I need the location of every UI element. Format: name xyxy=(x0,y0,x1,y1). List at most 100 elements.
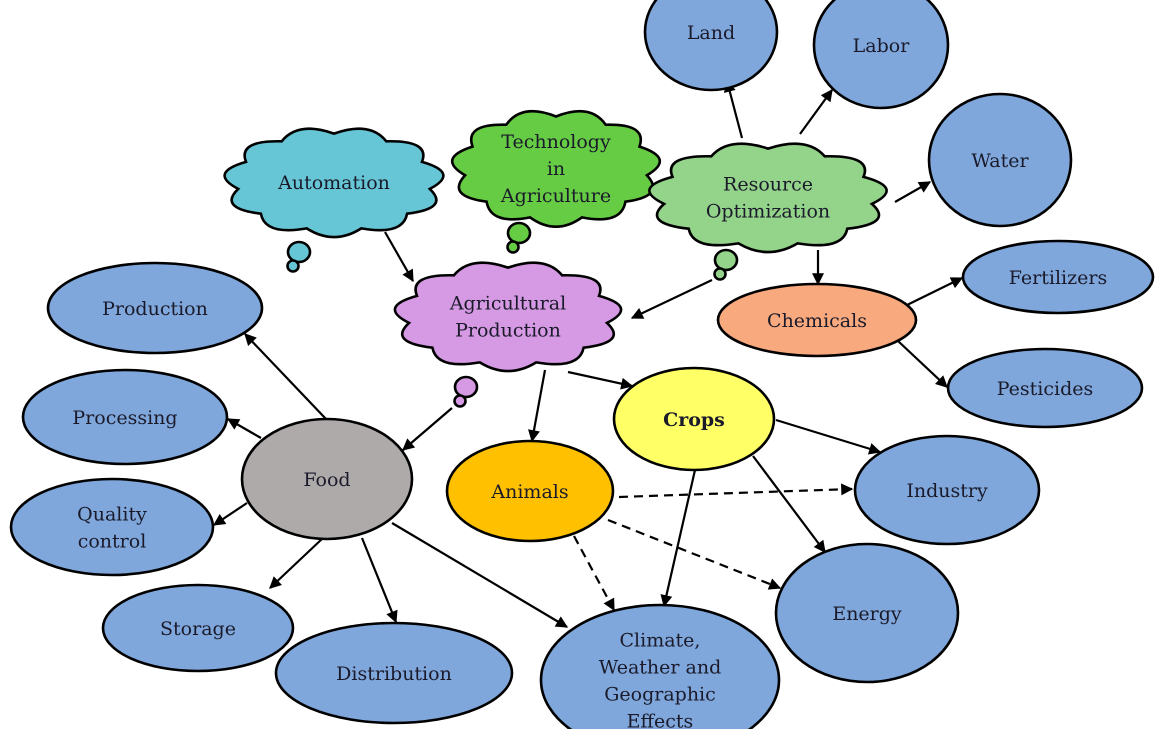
node-automation: Automation xyxy=(223,127,445,273)
node-agricultural-production-label: Agricultural xyxy=(449,293,566,315)
node-resource-cloud-shape xyxy=(648,142,888,254)
node-distribution-label: Distribution xyxy=(336,663,452,685)
node-chemicals-label: Chemicals xyxy=(767,310,867,332)
node-technology-cloud-shape xyxy=(451,109,661,228)
node-chemicals-ellipse xyxy=(716,282,918,358)
node-energy-label: Energy xyxy=(832,603,902,625)
node-food: Food xyxy=(240,417,414,541)
node-fertilizers-label: Fertilizers xyxy=(1009,267,1107,289)
node-food-ellipse xyxy=(240,417,414,541)
node-fertilizers: Fertilizers xyxy=(961,239,1155,315)
edge-crops-to-energy xyxy=(752,455,826,553)
node-food-label: Food xyxy=(303,469,350,491)
edges-layer xyxy=(213,79,964,628)
node-animals-label: Animals xyxy=(490,481,568,503)
node-production-ellipse xyxy=(46,261,264,355)
node-labor-label: Labor xyxy=(853,35,911,57)
node-processing-ellipse xyxy=(21,368,229,466)
edge-food-to-processing xyxy=(226,418,262,439)
edge-crops-to-climate xyxy=(660,469,697,608)
node-climate-label: Geographic xyxy=(604,684,716,706)
node-labor: Labor xyxy=(812,0,950,110)
node-crops-label: Crops xyxy=(663,409,725,431)
node-storage: Storage xyxy=(101,583,295,673)
node-chemicals: Chemicals xyxy=(716,282,918,358)
thought-bubble-small-icon xyxy=(286,259,300,273)
node-distribution-ellipse xyxy=(274,621,514,725)
node-production-label: Production xyxy=(102,298,208,320)
node-quality-control-ellipse xyxy=(9,477,215,577)
edge-food-to-production xyxy=(244,333,327,420)
node-storage-ellipse xyxy=(101,583,295,673)
edge-agricultural-production-to-crops xyxy=(567,370,634,390)
thought-bubble-small-icon xyxy=(506,240,520,254)
thought-bubble-small-icon xyxy=(453,394,467,408)
node-resource-label: Resource xyxy=(723,174,813,196)
node-agricultural-production-cloud-shape xyxy=(393,261,623,373)
node-land-ellipse xyxy=(643,0,779,92)
node-climate-ellipse xyxy=(539,603,781,729)
node-quality-control-label: control xyxy=(78,531,147,553)
node-water-label: Water xyxy=(971,150,1029,172)
edge-animals-to-energy xyxy=(607,518,782,590)
edge-food-to-quality-control xyxy=(213,502,248,526)
edge-agricultural-production-to-animals xyxy=(528,369,547,443)
edge-automation-to-agricultural-production xyxy=(384,231,414,283)
node-technology-label: Technology xyxy=(501,131,611,153)
node-water: Water xyxy=(927,92,1073,228)
node-pesticides-ellipse xyxy=(946,347,1144,429)
node-climate-label: Weather and xyxy=(599,657,722,679)
node-technology-label: in xyxy=(547,158,565,180)
thought-bubble-icon xyxy=(713,248,739,272)
node-technology-label: Agriculture xyxy=(500,185,611,207)
edge-resource-to-land xyxy=(723,79,744,139)
thought-bubble-icon xyxy=(286,240,312,264)
node-pesticides: Pesticides xyxy=(946,347,1144,429)
node-animals-ellipse xyxy=(445,439,615,543)
node-storage-label: Storage xyxy=(160,618,236,640)
node-industry-ellipse xyxy=(853,434,1041,546)
node-land-label: Land xyxy=(687,22,735,44)
node-pesticides-label: Pesticides xyxy=(997,378,1094,400)
edge-resource-to-agricultural-production xyxy=(630,279,713,319)
node-climate-label: Climate, xyxy=(620,630,701,652)
edge-animals-to-industry xyxy=(618,483,854,499)
node-climate-label: Effects xyxy=(627,711,694,729)
node-crops: Crops xyxy=(612,366,776,472)
node-animals: Animals xyxy=(445,439,615,543)
edge-chemicals-to-fertilizers xyxy=(906,277,964,306)
edge-agricultural-production-to-food xyxy=(402,407,453,451)
edge-crops-to-industry xyxy=(775,418,882,455)
node-industry-label: Industry xyxy=(906,480,988,502)
node-fertilizers-ellipse xyxy=(961,239,1155,315)
node-quality-control-label: Quality xyxy=(77,504,147,526)
node-energy: Energy xyxy=(774,542,960,684)
edge-chemicals-to-pesticides xyxy=(897,340,948,388)
thought-bubble-icon xyxy=(506,221,532,245)
edge-resource-to-labor xyxy=(799,89,833,135)
edge-food-to-storage xyxy=(269,537,324,589)
node-automation-label: Automation xyxy=(277,172,390,194)
node-processing: Processing xyxy=(21,368,229,466)
node-agricultural-production-label: Production xyxy=(455,320,561,342)
node-crops-ellipse xyxy=(612,366,776,472)
node-distribution: Distribution xyxy=(274,621,514,725)
edge-food-to-distribution xyxy=(360,537,398,624)
node-quality-control: Quality control xyxy=(9,477,215,577)
node-resource-label: Optimization xyxy=(706,201,830,223)
node-labor-ellipse xyxy=(812,0,950,110)
thought-bubble-small-icon xyxy=(713,267,727,281)
node-energy-ellipse xyxy=(774,542,960,684)
node-land: Land xyxy=(643,0,779,92)
node-water-ellipse xyxy=(927,92,1073,228)
node-processing-label: Processing xyxy=(72,407,177,429)
node-industry: Industry xyxy=(853,434,1041,546)
node-automation-cloud-shape xyxy=(223,127,445,239)
edge-resource-to-water xyxy=(894,181,932,203)
